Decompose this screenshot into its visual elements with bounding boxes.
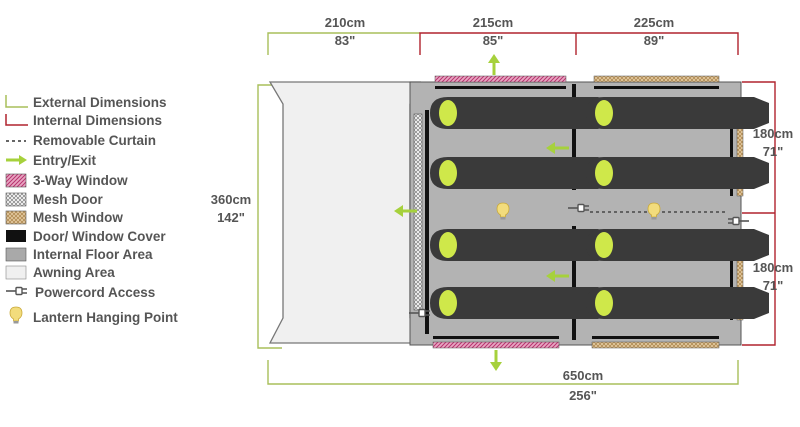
mesh-window-bottom — [591, 341, 720, 349]
room-bottom-depth-metric: 180cm — [753, 260, 793, 275]
awning-width-metric: 210cm — [325, 15, 365, 30]
side-window-cover-bottom — [730, 232, 733, 320]
grey-mesh-swatch-icon — [5, 192, 27, 207]
legend-label: External Dimensions — [33, 95, 167, 110]
room-top-depth-imperial: 71" — [763, 144, 784, 159]
legend-label: Internal Dimensions — [33, 113, 162, 128]
legend-label: Door/ Window Cover — [33, 229, 166, 244]
legend-label: Entry/Exit — [33, 153, 97, 168]
room-right-width-metric: 225cm — [634, 15, 674, 30]
total-length-imperial: 256" — [569, 388, 597, 403]
sleeping-bag — [586, 287, 769, 319]
green-arrow-icon — [546, 270, 569, 282]
legend-item-3-way-window: 3-Way Window — [5, 173, 128, 188]
three-way-window-bottom — [432, 341, 560, 349]
internal-dimension-bracket-icon — [5, 114, 28, 126]
green-arrow-icon — [490, 350, 502, 371]
tan-mesh-swatch-icon — [5, 210, 27, 225]
side-window-cover-top — [730, 112, 733, 196]
legend-label: Lantern Hanging Point — [33, 310, 178, 325]
legend-item-door-window-cover: Door/ Window Cover — [6, 229, 166, 244]
green-arrow-icon — [546, 142, 569, 154]
dimension-labels: 210cm 83" 215cm 85" 225cm 89" 360cm 142"… — [211, 15, 793, 403]
legend-item-removable-curtain: Removable Curtain — [6, 133, 156, 148]
legend-label: Mesh Door — [33, 192, 104, 207]
plug-icon — [5, 286, 28, 296]
awning-width-imperial: 83" — [335, 33, 356, 48]
green-arrow-icon — [6, 155, 27, 165]
sleeping-bag — [430, 229, 613, 261]
room-divider-bottom — [572, 226, 576, 340]
window-cover-top — [435, 86, 566, 89]
legend: External Dimensions Internal Dimensions … — [5, 95, 178, 325]
green-arrow-icon — [488, 54, 500, 75]
sleeping-bag — [586, 229, 769, 261]
total-depth-imperial: 142" — [217, 210, 245, 225]
sleeping-bag — [430, 97, 613, 129]
door-cover — [425, 110, 429, 334]
black-swatch-icon — [6, 230, 26, 242]
legend-label: Internal Floor Area — [33, 247, 153, 262]
legend-item-mesh-door: Mesh Door — [5, 192, 104, 207]
sleeping-bag — [586, 157, 769, 189]
legend-label: 3-Way Window — [33, 173, 128, 188]
legend-item-internal-dimensions: Internal Dimensions — [5, 113, 162, 128]
sleeping-bag — [430, 157, 613, 189]
mesh-window-cover-top — [594, 86, 719, 89]
window-cover-bottom — [433, 336, 559, 339]
legend-item-internal-floor-area: Internal Floor Area — [5, 247, 153, 262]
legend-label: Awning Area — [33, 265, 115, 280]
three-way-window-top — [434, 75, 567, 83]
room-left-width-metric: 215cm — [473, 15, 513, 30]
total-depth-metric: 360cm — [211, 192, 251, 207]
entry-exit-arrows — [394, 54, 569, 371]
room-left-width-imperial: 85" — [483, 33, 504, 48]
pink-hatch-swatch-icon — [5, 173, 27, 188]
grey-swatch-icon — [5, 247, 27, 262]
legend-item-awning-area: Awning Area — [5, 265, 115, 280]
total-length-metric: 650cm — [563, 368, 603, 383]
mesh-window-cover-bottom — [592, 336, 719, 339]
external-dimension-bracket-icon — [5, 95, 28, 108]
room-divider-top — [572, 84, 576, 190]
legend-item-entry-exit: Entry/Exit — [6, 153, 97, 168]
room-right-width-imperial: 89" — [644, 33, 665, 48]
legend-label: Mesh Window — [33, 210, 123, 225]
room-bottom-depth-imperial: 71" — [763, 278, 784, 293]
sleeping-bag — [430, 287, 613, 319]
light-grey-swatch-icon — [5, 265, 27, 280]
mesh-window-top — [593, 75, 720, 83]
sleeping-bag — [586, 97, 769, 129]
legend-item-mesh-window: Mesh Window — [5, 210, 123, 225]
legend-item-powercord-access: Powercord Access — [5, 285, 155, 300]
dimension-lines — [257, 32, 776, 385]
legend-label: Powercord Access — [35, 285, 155, 300]
room-top-depth-metric: 180cm — [753, 126, 793, 141]
legend-item-external-dimensions: External Dimensions — [5, 95, 167, 110]
legend-label: Removable Curtain — [33, 133, 156, 148]
legend-item-lantern-hanging-point: Lantern Hanging Point — [9, 306, 178, 325]
green-arrow-icon — [394, 205, 417, 217]
lantern-bulb-icon — [9, 306, 23, 324]
